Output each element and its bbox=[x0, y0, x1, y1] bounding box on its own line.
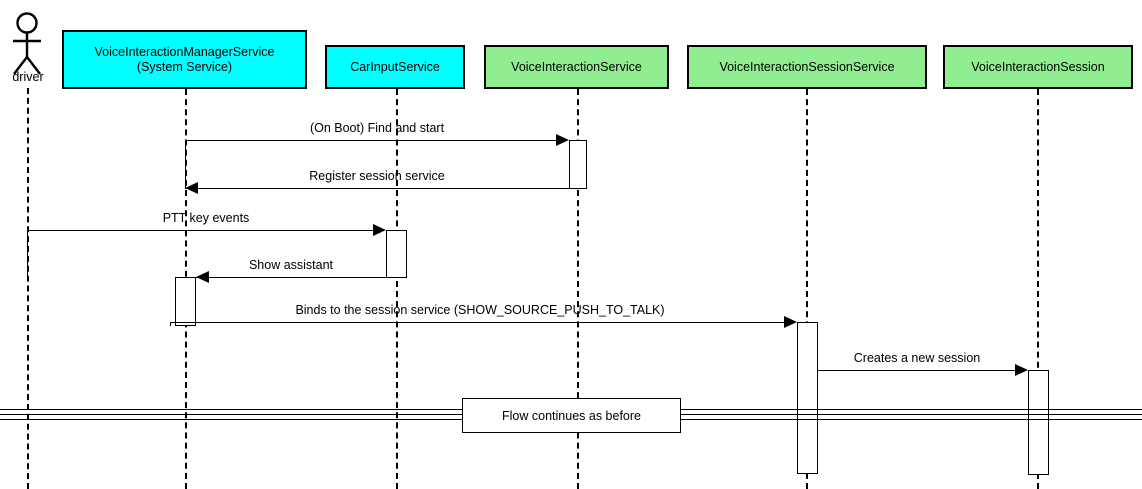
activation-voiceinteractionmanagerservice bbox=[175, 277, 196, 326]
message-line-creates-a-new-session bbox=[818, 370, 1015, 371]
divider-box-flow-continues: Flow continues as before bbox=[462, 398, 681, 433]
participant-label-voiceinteractionsessionservice: VoiceInteractionSessionService bbox=[719, 59, 895, 74]
message-line-binds-to-session-service bbox=[170, 322, 784, 323]
activation-voiceinteractionsession bbox=[1028, 370, 1049, 475]
driver-actor bbox=[4, 12, 50, 82]
message-arrowhead-register-session-service bbox=[185, 182, 198, 194]
participant-label-carinputservice: CarInputService bbox=[350, 59, 440, 74]
participant-voiceinteractionsessionservice[interactable]: VoiceInteractionSessionService bbox=[687, 45, 927, 89]
message-source-tick-m3 bbox=[27, 230, 28, 278]
participant-voiceinteractionservice[interactable]: VoiceInteractionService bbox=[484, 45, 669, 89]
message-label-binds-to-session-service: Binds to the session service (SHOW_SOURC… bbox=[295, 303, 665, 317]
driver-actor-label: driver bbox=[12, 70, 44, 84]
participant-label-line2: (System Service) bbox=[136, 59, 233, 74]
message-label-register-session-service: Register session service bbox=[309, 169, 445, 183]
activation-voiceinteractionsessionservice bbox=[797, 322, 818, 474]
lifeline-voiceinteractionservice bbox=[577, 89, 579, 489]
message-line-register-session-service bbox=[185, 188, 569, 189]
lifeline-voiceinteractionsession bbox=[1037, 89, 1039, 489]
actor-stick-figure-icon bbox=[13, 12, 41, 75]
activation-voiceinteractionservice bbox=[569, 140, 587, 189]
activation-carinputservice bbox=[386, 230, 407, 278]
message-label-on-boot-find-and-start: (On Boot) Find and start bbox=[309, 121, 445, 135]
message-line-ptt-key-events bbox=[27, 230, 373, 231]
message-source-tick-m1 bbox=[185, 140, 186, 188]
message-arrowhead-ptt-key-events bbox=[373, 224, 386, 236]
message-label-creates-a-new-session: Creates a new session bbox=[853, 351, 981, 365]
message-line-on-boot-find-and-start bbox=[185, 140, 556, 141]
message-arrowhead-on-boot-find-and-start bbox=[556, 134, 569, 146]
participant-label-voiceinteractionsession: VoiceInteractionSession bbox=[971, 59, 1105, 74]
message-label-show-assistant: Show assistant bbox=[248, 258, 334, 272]
message-arrowhead-creates-a-new-session bbox=[1015, 364, 1028, 376]
participant-voiceinteractionmanagerservice[interactable]: VoiceInteractionManagerService (System S… bbox=[62, 30, 307, 89]
message-line-show-assistant bbox=[196, 277, 386, 278]
participant-carinputservice[interactable]: CarInputService bbox=[325, 45, 465, 89]
participant-voiceinteractionsession[interactable]: VoiceInteractionSession bbox=[943, 45, 1133, 89]
participant-label-voiceinteractionservice: VoiceInteractionService bbox=[511, 59, 642, 74]
message-arrowhead-binds-to-session-service bbox=[784, 316, 797, 328]
message-arrowhead-show-assistant bbox=[196, 271, 209, 283]
lifeline-driver bbox=[27, 88, 29, 489]
lifeline-carinputservice bbox=[396, 89, 398, 489]
message-source-tick-m5 bbox=[170, 322, 171, 326]
message-label-ptt-key-events: PTT key events bbox=[162, 211, 250, 225]
lifeline-voiceinteractionsessionservice bbox=[806, 89, 808, 489]
divider-label: Flow continues as before bbox=[502, 408, 641, 423]
participant-label-line1: VoiceInteractionManagerService bbox=[94, 44, 275, 59]
